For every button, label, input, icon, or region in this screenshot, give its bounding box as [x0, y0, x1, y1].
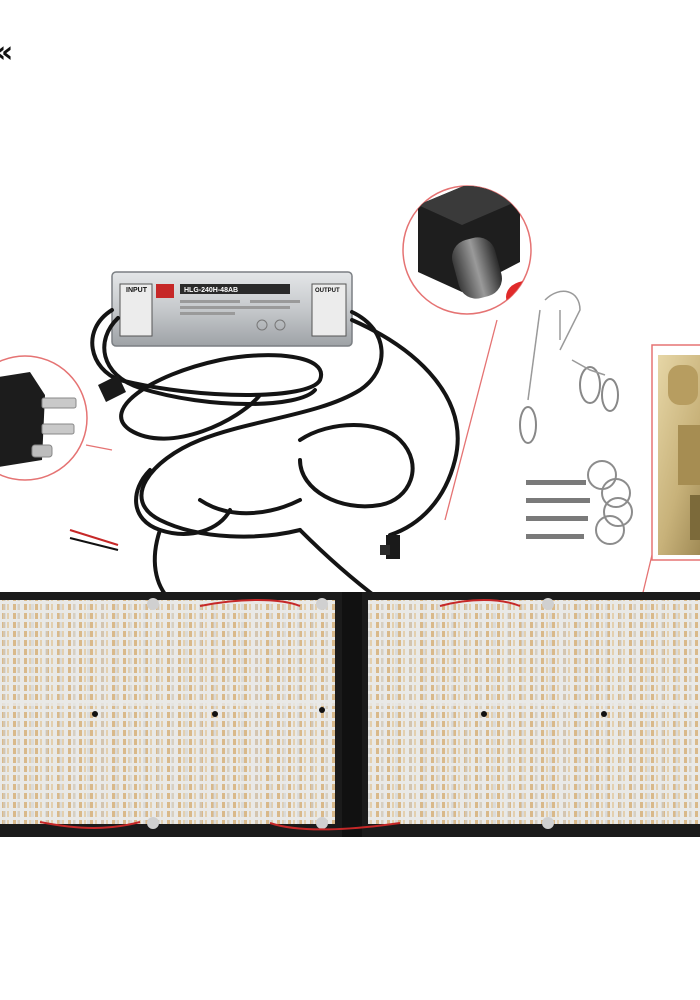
brass-connector-callout	[651, 344, 700, 561]
driver-input-label: INPUT	[126, 287, 148, 294]
red-wires	[69, 529, 119, 551]
plug-head	[98, 375, 400, 559]
dimmer-knob-callout	[402, 185, 532, 315]
callout-leaders	[85, 319, 653, 606]
back-chevron-icon[interactable]: «	[0, 38, 13, 68]
led-quantum-board	[0, 592, 700, 837]
power-cables	[90, 308, 460, 602]
screw-kit	[526, 460, 633, 545]
power-plug-callout	[0, 355, 88, 481]
led-driver: INPUT HLG-240H-48AB OUTPUT	[111, 271, 353, 347]
driver-model-label: HLG-240H-48AB	[184, 287, 238, 294]
driver-output-label: OUTPUT	[315, 288, 340, 294]
hanging-wire-kit	[519, 290, 619, 444]
